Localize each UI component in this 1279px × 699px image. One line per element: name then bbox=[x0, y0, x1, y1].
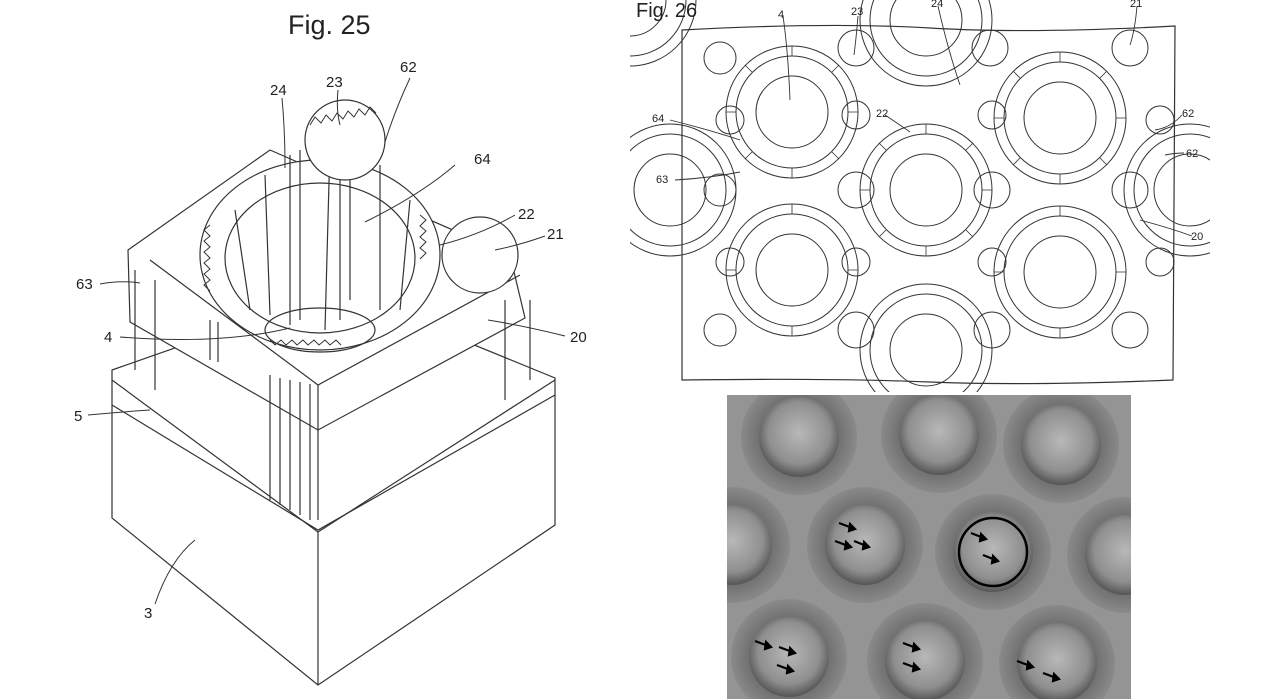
fig26-label-62a: 62 bbox=[1182, 108, 1194, 120]
fig25-label-3: 3 bbox=[144, 605, 152, 622]
fig26-label-22: 22 bbox=[876, 108, 888, 120]
fig26-label-63: 63 bbox=[656, 174, 668, 186]
fig26-label-20: 20 bbox=[1191, 231, 1203, 243]
fig25-label-22: 22 bbox=[518, 206, 535, 223]
fig25-label-24: 24 bbox=[270, 82, 287, 99]
fig26-label-24: 24 bbox=[931, 0, 943, 10]
fig25-label-23: 23 bbox=[326, 74, 343, 91]
fig25-label-63: 63 bbox=[76, 276, 93, 293]
fig26-label-64: 64 bbox=[652, 113, 664, 125]
fig25-label-5: 5 bbox=[74, 408, 82, 425]
fig25-label-21: 21 bbox=[547, 226, 564, 243]
fig26-label-62b: 62 bbox=[1186, 148, 1198, 160]
fig25-label-20: 20 bbox=[570, 329, 587, 346]
fig26-label-21: 21 bbox=[1130, 0, 1142, 10]
highlight-circle bbox=[957, 516, 1029, 588]
fig26-drawing: 4 23 24 21 64 22 62 62 63 20 bbox=[630, 0, 1210, 392]
fig25-label-4: 4 bbox=[104, 329, 112, 346]
micrograph-photo bbox=[727, 395, 1131, 699]
fig25-label-64: 64 bbox=[474, 151, 491, 168]
fig25-drawing: 24 23 62 64 22 21 63 4 20 5 3 bbox=[74, 59, 587, 686]
fig26-label-4: 4 bbox=[778, 9, 784, 21]
fig26-label-23: 23 bbox=[851, 6, 863, 18]
fig25-title: Fig. 25 bbox=[288, 10, 371, 40]
fig26-title: Fig. 26 bbox=[636, 0, 698, 22]
fig25-label-62: 62 bbox=[400, 59, 417, 76]
